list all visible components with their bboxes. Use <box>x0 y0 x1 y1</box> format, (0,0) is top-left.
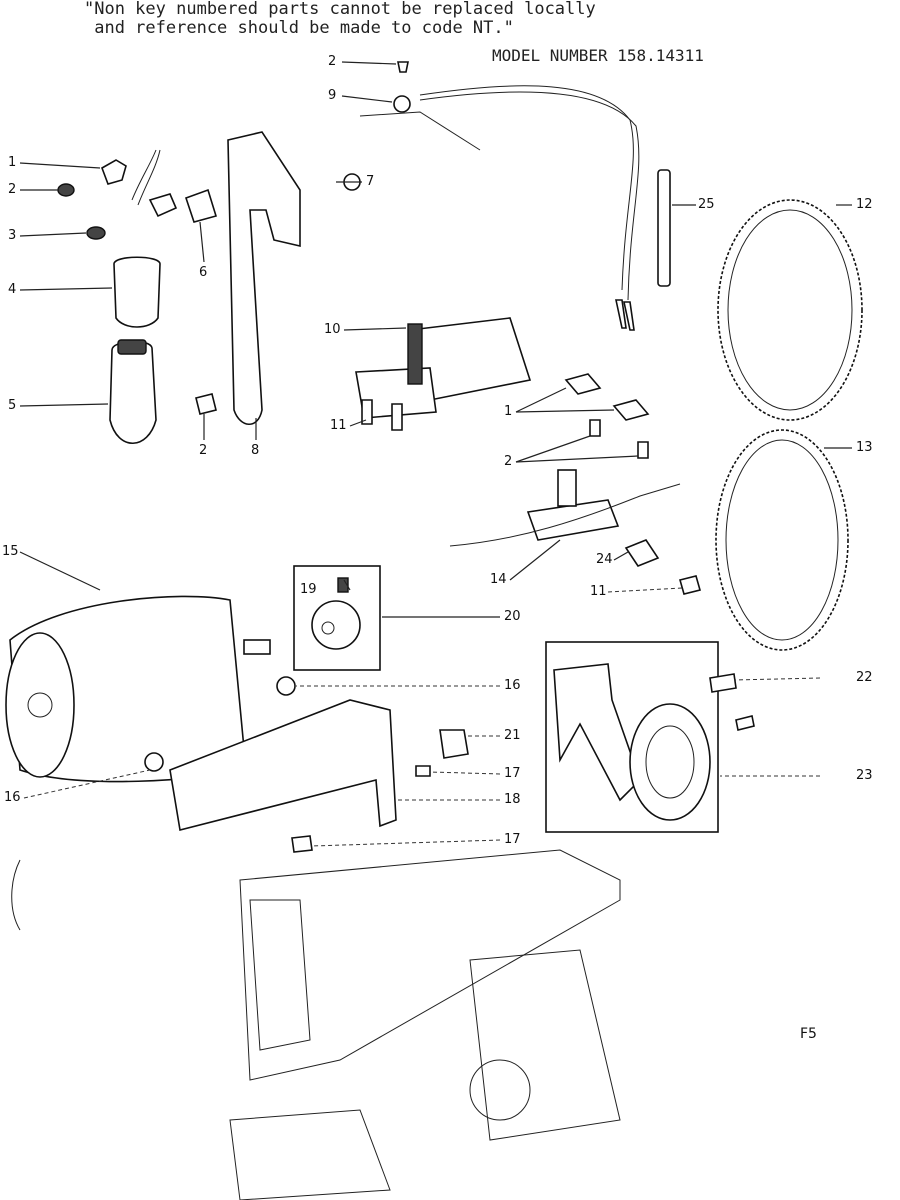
part-label: 2 <box>504 454 513 469</box>
part-label: 3 <box>8 228 17 243</box>
part-label: 11 <box>330 418 347 433</box>
part-label: 1 <box>8 155 17 170</box>
part-label: 5 <box>8 398 17 413</box>
part-label: 22 <box>856 670 873 685</box>
part-label: 2 <box>8 182 17 197</box>
lamp-wire-assembly <box>359 61 640 331</box>
rod <box>657 169 671 287</box>
motor <box>5 565 381 783</box>
part-label: 20 <box>504 609 521 624</box>
part-label: 23 <box>856 768 873 783</box>
motor-bracket <box>144 676 469 853</box>
part-label: 1 <box>504 404 513 419</box>
part-label: 11 <box>590 584 607 599</box>
part-label: 4 <box>8 282 17 297</box>
part-label: 15 <box>2 544 19 559</box>
part-label: 18 <box>504 792 521 807</box>
part-label: 19 <box>300 582 317 597</box>
note-line-2: and reference should be made to code NT.… <box>84 18 514 38</box>
part-label: 6 <box>199 265 208 280</box>
part-label: 16 <box>504 678 521 693</box>
part-label: 21 <box>504 728 521 743</box>
machine-body <box>11 849 621 1200</box>
figure-label: F5 <box>800 1026 817 1042</box>
part-label: 12 <box>856 197 873 212</box>
part-label: 10 <box>324 322 341 337</box>
part-label: 14 <box>490 572 507 587</box>
leader-lines <box>19 61 852 847</box>
part-label: 24 <box>596 552 613 567</box>
part-label: 8 <box>251 443 260 458</box>
part-label: 7 <box>366 174 375 189</box>
part-label: 17 <box>504 766 521 781</box>
lamp-bracket <box>184 131 361 426</box>
bobbin-winder <box>545 641 755 833</box>
replacement-note: "Non key numbered parts cannot be replac… <box>84 0 724 38</box>
switch-assembly <box>355 317 532 431</box>
part-label: 25 <box>698 197 715 212</box>
terminal-assembly <box>449 373 701 595</box>
belts <box>715 199 863 651</box>
note-line-1: "Non key numbered parts cannot be replac… <box>84 0 596 19</box>
part-label: 16 <box>4 790 21 805</box>
part-label: 13 <box>856 440 873 455</box>
part-label: 2 <box>199 443 208 458</box>
model-number: MODEL NUMBER 158.14311 <box>492 46 704 65</box>
lamp-socket-assembly <box>57 149 178 445</box>
part-label: 9 <box>328 88 337 103</box>
part-label: 17 <box>504 832 521 847</box>
part-label: 2 <box>328 54 337 69</box>
